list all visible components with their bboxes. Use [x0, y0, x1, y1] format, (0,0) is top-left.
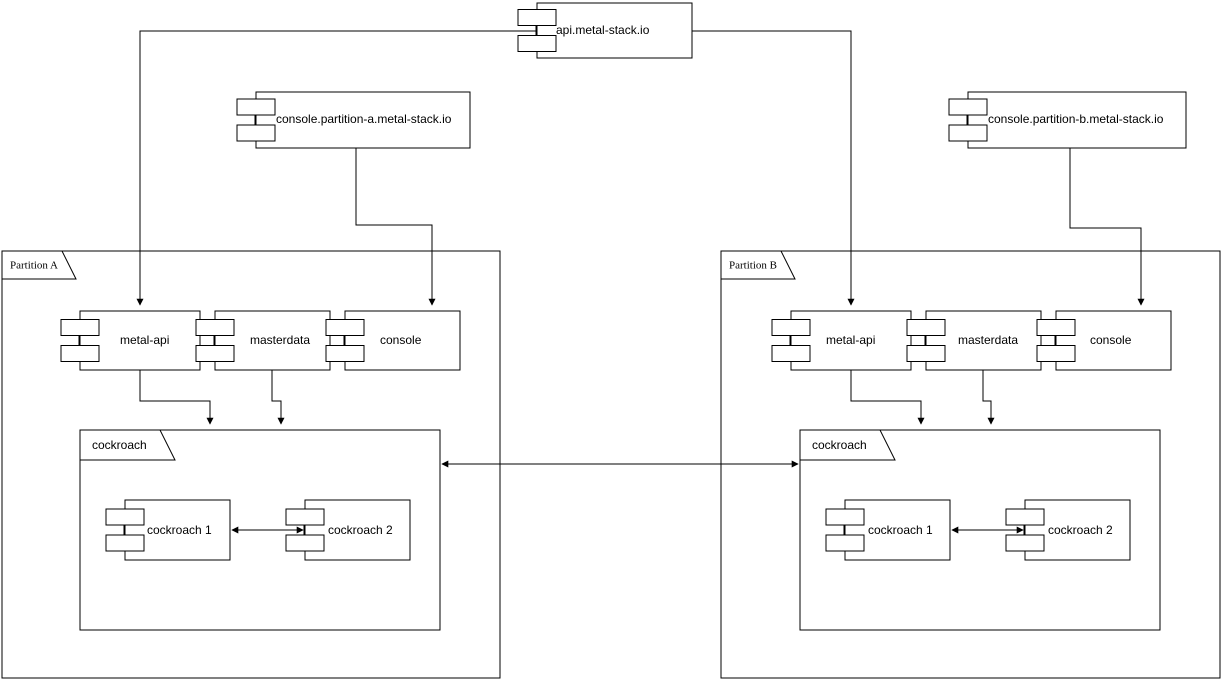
api-to-partition-b-metal-api [692, 30, 855, 306]
partition-a-label: Partition A [10, 260, 58, 272]
partition-b-metal-api-label: metal-api [826, 333, 875, 347]
partition-b-masterdata-label: masterdata [958, 333, 1018, 347]
partition-a-metal-api-label: metal-api [120, 333, 169, 347]
partition-a-cockroach-body [79, 429, 441, 631]
partition-b-cockroach-2-tab-1-icon [1005, 508, 1045, 526]
partition-b-cockroach-tab [799, 429, 896, 461]
console-partition-a-endpoint[interactable]: console.partition-a.metal-stack.io [236, 91, 471, 149]
partition-b-console-tab-1-icon [1036, 319, 1076, 336]
api-endpoint-label: api.metal-stack.io [556, 23, 650, 37]
console-partition-b-endpoint[interactable]: console.partition-b.metal-stack.io [948, 91, 1187, 149]
partition-a-cockroach-2[interactable]: cockroach 2 [285, 499, 411, 561]
partition-b-console[interactable]: console [1036, 310, 1172, 371]
partition-b-cockroach-label: cockroach [812, 438, 867, 452]
partition-b-console-label: console [1090, 333, 1132, 347]
partition-b-label: Partition B [729, 260, 777, 272]
console-partition-b-endpoint-label: console.partition-b.metal-stack.io [988, 112, 1164, 126]
console-partition-a-endpoint-label: console.partition-a.metal-stack.io [276, 112, 452, 126]
partition-b-cockroach-1-tab-1-icon [825, 508, 865, 526]
partition-b-cockroach-1[interactable]: cockroach 1 [825, 499, 951, 561]
partition-a-metal-api-tab-2-icon [60, 345, 100, 362]
console-partition-b-endpoint-tab-2-icon [948, 124, 988, 142]
console-partition-a-endpoint-tab-1-icon [236, 98, 276, 116]
partition-a-console-label: console [380, 333, 422, 347]
partition-a-cockroach-1-tab-2-icon [105, 534, 145, 552]
console-a-to-partition-a-console [355, 148, 436, 306]
partition-a-cockroach-2-tab-1-icon [285, 508, 325, 526]
partition-a-cockroach-2-label: cockroach 2 [328, 523, 393, 537]
connector-layer [136, 30, 1145, 534]
partition-b-cockroach-2[interactable]: cockroach 2 [1005, 499, 1131, 561]
api-endpoint[interactable]: api.metal-stack.io [517, 2, 693, 59]
partition-b-metal-api[interactable]: metal-api [771, 310, 912, 371]
partition-b-cockroach-1-label: cockroach 1 [868, 523, 933, 537]
partition-a-masterdata-tab-1-icon [195, 319, 235, 336]
partition-a-masterdata-label: masterdata [250, 333, 310, 347]
api-endpoint-tab-2-icon [517, 35, 557, 52]
partition-b[interactable]: Partition B [720, 250, 1221, 679]
partition-b-metal-api-to-cockroach [850, 370, 925, 425]
partition-b-cockroach[interactable]: cockroach [799, 429, 1161, 631]
partition-a-masterdata-to-cockroach [271, 370, 285, 425]
partition-a-cockroach-label: cockroach [92, 438, 147, 452]
partition-a-tab [1, 250, 77, 280]
console-partition-a-endpoint-tab-2-icon [236, 124, 276, 142]
partition-a-console[interactable]: console [325, 310, 461, 371]
partition-b-cockroach-body [799, 429, 1161, 631]
api-to-partition-a-metal-api [136, 30, 537, 306]
partition-b-masterdata[interactable]: masterdata [906, 310, 1042, 371]
partition-a-metal-api-tab-1-icon [60, 319, 100, 336]
partition-a-cockroach-1-tab-1-icon [105, 508, 145, 526]
partition-b-cockroach-2-label: cockroach 2 [1048, 523, 1113, 537]
partition-a-metal-api-body [79, 310, 201, 371]
api-endpoint-tab-1-icon [517, 9, 557, 26]
partition-b-metal-api-tab-1-icon [771, 319, 811, 336]
partition-b-masterdata-to-cockroach [982, 370, 995, 425]
partition-a-masterdata-tab-2-icon [195, 345, 235, 362]
console-partition-b-endpoint-tab-1-icon [948, 98, 988, 116]
partition-a-cockroach-2-tab-2-icon [285, 534, 325, 552]
partition-a-cockroach-tab [79, 429, 176, 461]
partition-b-cockroach-2-tab-2-icon [1005, 534, 1045, 552]
console-partition-a-endpoint-body [255, 91, 471, 149]
partition-a-console-tab-2-icon [325, 345, 365, 362]
partition-a-cockroach[interactable]: cockroach [79, 429, 441, 631]
console-b-to-partition-b-console [1069, 148, 1145, 306]
endpoint-layer: api.metal-stack.io console.partition-a.me… [236, 2, 1187, 149]
partition-a-masterdata[interactable]: masterdata [195, 310, 331, 371]
partition-b-tab [720, 250, 796, 280]
partition-a-cockroach-1-label: cockroach 1 [147, 523, 212, 537]
partition-b-cockroach-1-tab-2-icon [825, 534, 865, 552]
partition-b-metal-api-body [790, 310, 912, 371]
api-endpoint-body [536, 2, 693, 59]
partition-a-console-tab-1-icon [325, 319, 365, 336]
partition-b-masterdata-tab-2-icon [906, 345, 946, 362]
partition-a-metal-api[interactable]: metal-api [60, 310, 201, 371]
console-partition-b-endpoint-body [967, 91, 1187, 149]
partition-b-masterdata-tab-1-icon [906, 319, 946, 336]
partition-a-cockroach-1[interactable]: cockroach 1 [105, 499, 231, 561]
partition-a-metal-api-to-cockroach [139, 370, 214, 425]
partition-b-metal-api-tab-2-icon [771, 345, 811, 362]
partition-b-console-tab-2-icon [1036, 345, 1076, 362]
